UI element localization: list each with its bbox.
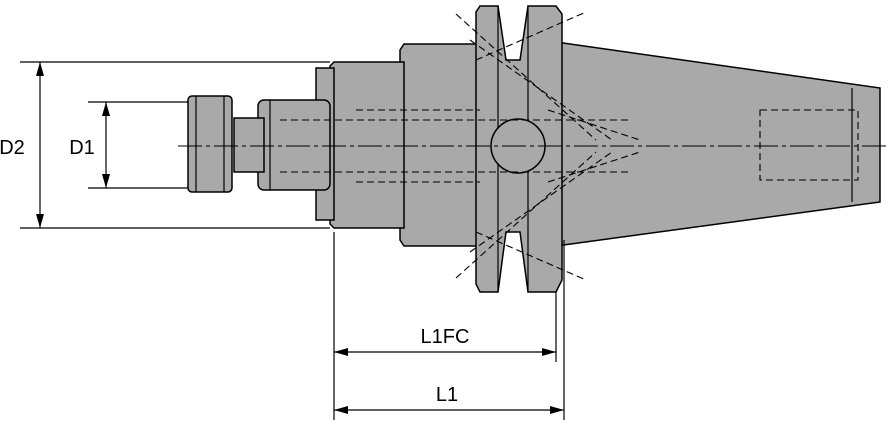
l1-label: L1 (436, 384, 458, 406)
hidden-lines (280, 11, 641, 281)
taper-shank (555, 41, 881, 247)
l1-dimension: L1 (334, 240, 565, 420)
holder-body (315, 43, 479, 247)
v-flange (475, 5, 563, 293)
d2-label: D2 (0, 137, 25, 159)
d2-dimension: D2 (0, 61, 330, 229)
d1-label: D1 (69, 137, 95, 159)
l1fc-label: L1FC (421, 326, 470, 348)
l1fc-dimension: L1FC (333, 232, 557, 420)
d1-dimension: D1 (69, 101, 188, 189)
collet-nut (187, 95, 331, 193)
